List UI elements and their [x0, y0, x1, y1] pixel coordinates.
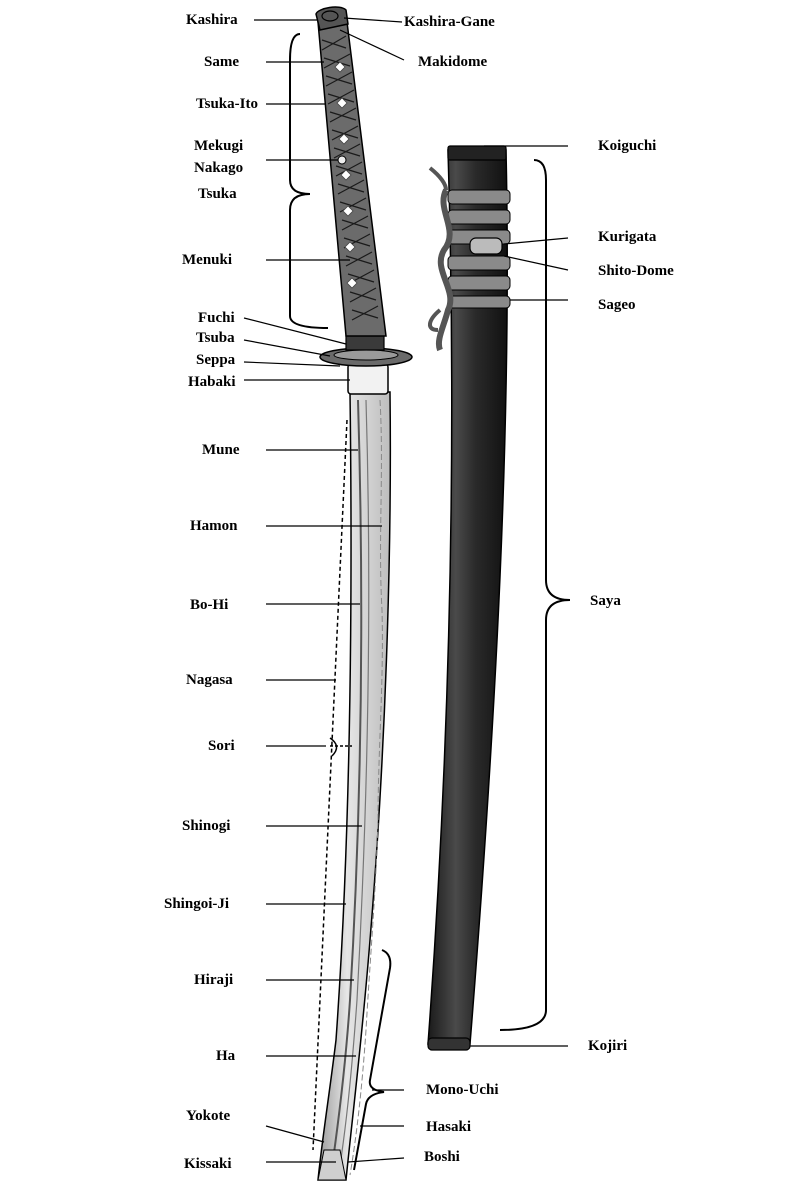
- mono-uchi-bracket: [353, 949, 392, 1171]
- shinogi-line: [339, 399, 370, 1166]
- label-mune: Mune: [202, 442, 240, 458]
- leader-lines: [243, 17, 569, 1163]
- label-kashira-gane: Kashira-Gane: [404, 14, 495, 30]
- label-yokote: Yokote: [186, 1108, 231, 1124]
- label-kojiri: Kojiri: [588, 1038, 628, 1054]
- label-nagasa: Nagasa: [186, 672, 233, 688]
- habaki-collar: [347, 363, 389, 395]
- label-fuchi: Fuchi: [198, 310, 235, 326]
- label-sageo: Sageo: [598, 297, 636, 313]
- koiguchi-mouth: [447, 145, 507, 161]
- label-seppa: Seppa: [196, 352, 236, 368]
- label-boshi: Boshi: [424, 1149, 460, 1165]
- label-kurigata: Kurigata: [598, 229, 657, 245]
- label-shinogi: Shinogi: [182, 818, 231, 834]
- label-shingoi-ji: Shingoi-Ji: [164, 896, 230, 912]
- hamon-line: [349, 399, 383, 1176]
- nagasa-line: [312, 419, 348, 1151]
- mekugi-peg: [337, 155, 347, 165]
- label-mekugi: Mekugi: [194, 138, 244, 154]
- label-bo-hi: Bo-Hi: [190, 597, 229, 613]
- kashira-gane-ring: [321, 10, 339, 22]
- label-kissaki: Kissaki: [184, 1156, 232, 1172]
- sageo-tassel: [428, 166, 448, 191]
- sageo-loop: [428, 308, 442, 332]
- tsuba-inner: [333, 349, 399, 361]
- sageo-braid: [436, 188, 454, 352]
- fuchi-collar: [345, 335, 385, 351]
- kurigata-knob: [469, 237, 503, 255]
- label-nakago: Nakago: [194, 160, 244, 176]
- kissaki-tip: [317, 1149, 347, 1181]
- label-mono-uchi: Mono-Uchi: [426, 1082, 499, 1098]
- label-tsuka-ito: Tsuka-Ito: [196, 96, 258, 112]
- label-koiguchi: Koiguchi: [598, 138, 657, 154]
- saya-bracket: [499, 159, 571, 1031]
- label-tsuka: Tsuka: [198, 186, 237, 202]
- blade-shape: [317, 391, 392, 1181]
- label-saya: Saya: [590, 593, 621, 609]
- label-makidome: Makidome: [418, 54, 488, 70]
- label-ha: Ha: [216, 1048, 236, 1064]
- label-menuki: Menuki: [182, 252, 233, 268]
- tsuka-bracket: [289, 33, 329, 329]
- sori-arc: [329, 737, 338, 757]
- label-hasaki: Hasaki: [426, 1119, 472, 1135]
- tsuka-ito-wrap: [321, 35, 379, 321]
- label-sori: Sori: [208, 738, 235, 754]
- bo-hi-groove: [332, 399, 363, 1161]
- label-tsuba: Tsuba: [196, 330, 235, 346]
- kojiri-cap: [427, 1037, 471, 1051]
- label-kashira: Kashira: [186, 12, 238, 28]
- same-diamonds: [334, 61, 358, 289]
- label-habaki: Habaki: [188, 374, 236, 390]
- sageo-wrap: [447, 189, 511, 309]
- label-hamon: Hamon: [190, 518, 238, 534]
- label-shito-dome: Shito-Dome: [598, 263, 674, 279]
- label-hiraji: Hiraji: [194, 972, 234, 988]
- label-same: Same: [204, 54, 239, 70]
